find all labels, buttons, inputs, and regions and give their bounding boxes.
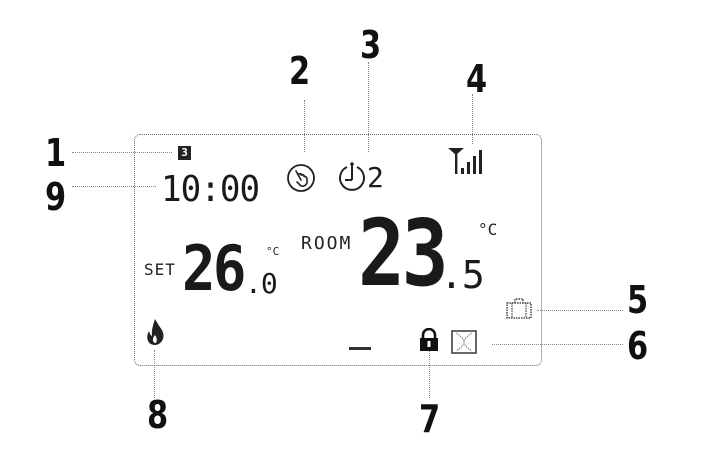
leader-line-6 (492, 344, 623, 345)
wifi-signal-icon (446, 146, 488, 176)
child-lock-icon (418, 327, 440, 352)
auto-program-icon (337, 161, 367, 193)
leader-line-8 (154, 350, 155, 398)
clock-time-display: 10:00 (161, 169, 260, 210)
leader-line-5 (537, 310, 623, 311)
leader-line-3 (368, 62, 369, 152)
bottom-dash-segment (349, 347, 371, 350)
window-open-icon (451, 330, 477, 354)
program-number-indicator: 3 (178, 146, 191, 160)
lcd-screen-frame (134, 134, 542, 366)
room-label: ROOM (301, 233, 353, 254)
room-temperature-value: 23 (358, 200, 449, 307)
set-label: SET (144, 260, 176, 279)
set-temperature-value: 26 (182, 232, 246, 305)
program-period-number: 2 (367, 161, 384, 194)
room-temperature-decimal: .5 (440, 253, 485, 297)
leader-line-2 (304, 100, 305, 152)
callout-3: 3 (360, 23, 382, 67)
callout-6: 6 (627, 324, 649, 368)
leader-line-9 (72, 186, 156, 187)
leader-line-1 (72, 152, 172, 153)
callout-5: 5 (627, 278, 649, 322)
set-unit-celsius: °C (266, 245, 280, 258)
callout-4: 4 (466, 57, 488, 101)
heating-flame-icon (145, 318, 165, 346)
callout-9: 9 (45, 175, 67, 219)
leader-line-4 (472, 94, 473, 144)
callout-7: 7 (419, 397, 441, 441)
away-mode-icon (505, 296, 533, 320)
room-unit-celsius: °C (478, 220, 498, 239)
callout-8: 8 (147, 393, 169, 437)
manual-mode-icon (286, 163, 316, 193)
callout-2: 2 (289, 49, 311, 93)
set-temperature-decimal: .0 (245, 267, 278, 300)
callout-1: 1 (45, 131, 67, 175)
leader-line-7 (429, 350, 430, 398)
